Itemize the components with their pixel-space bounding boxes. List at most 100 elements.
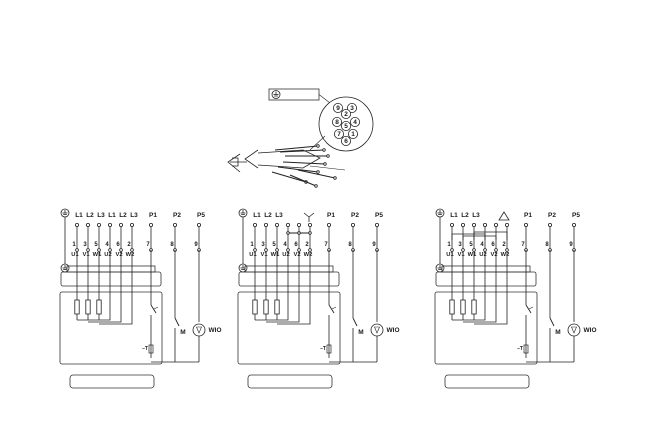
connector-pin-9 <box>332 103 343 114</box>
wire-ferrule <box>326 154 330 158</box>
line-label-l3: L3 <box>472 212 480 219</box>
terminal-bottom <box>472 248 476 252</box>
delta-bridge <box>462 235 497 240</box>
winding-wire <box>463 262 497 323</box>
winding-resistor <box>252 299 258 315</box>
winding-wire <box>88 262 122 323</box>
line-label-l1: L1 <box>450 212 458 219</box>
terminal-top <box>274 222 279 227</box>
line-label-l3: L3 <box>130 212 138 219</box>
pin-number: 4 <box>283 242 287 248</box>
thermal-sensor-label: –T <box>320 346 326 352</box>
pin-number: 7 <box>324 242 328 248</box>
terminal-top <box>129 222 134 227</box>
motor-cap <box>435 271 537 287</box>
line-label-l2: L2 <box>461 212 469 219</box>
switch-hatch <box>331 306 337 310</box>
connector-pin-label: 8 <box>335 119 339 126</box>
motor-flange <box>441 265 531 273</box>
terminal-top <box>374 222 379 227</box>
terminal-bottom <box>253 248 257 252</box>
terminal-top <box>471 222 476 227</box>
motor-foot <box>69 374 155 389</box>
pin-number: 1 <box>72 242 76 248</box>
terminal-top <box>524 222 529 227</box>
thermal-sensor-icon <box>148 344 154 354</box>
cable-arrowhead <box>244 149 259 169</box>
thermal-sensor-label: –T <box>517 346 523 352</box>
motor-foot <box>247 374 333 389</box>
motor-contact-icon <box>352 317 358 327</box>
phase-label-w1: W1 <box>93 252 102 258</box>
pin-number: 3 <box>83 242 87 248</box>
terminal-top <box>493 222 498 227</box>
connector-pin-label: 6 <box>344 138 348 145</box>
pin-number: 8 <box>170 242 174 248</box>
winding-wire <box>474 262 508 325</box>
pin-number: 6 <box>294 242 298 248</box>
ground-icon <box>60 208 70 218</box>
pin-number: 5 <box>272 242 276 248</box>
pin-number: 1 <box>250 242 254 248</box>
phase-label-u2: U2 <box>104 252 111 258</box>
thermal-sensor-icon <box>326 344 332 354</box>
terminal-top <box>263 222 268 227</box>
phase-label-u2: U2 <box>282 252 289 258</box>
wio-sensor-glyph <box>374 326 380 334</box>
pin-number: 5 <box>469 242 473 248</box>
terminal-top <box>196 222 201 227</box>
winding-wire <box>452 262 486 321</box>
cable-clamp <box>232 157 239 167</box>
phase-label-w1: W1 <box>271 252 280 258</box>
pin-number: 4 <box>480 242 484 248</box>
pin-number: 9 <box>372 242 376 248</box>
switch-hatch <box>153 306 159 310</box>
cable-jacket-edge <box>309 165 346 171</box>
motor-flange <box>244 265 334 273</box>
connector-pin-label: 3 <box>350 105 354 112</box>
leader-line <box>309 135 326 151</box>
winding-resistor <box>85 299 91 315</box>
cable-wire <box>289 174 317 187</box>
terminal-bottom <box>130 248 134 252</box>
ground-icon <box>271 90 281 99</box>
phase-label-v2: V2 <box>115 252 122 258</box>
terminal-bottom <box>505 248 509 252</box>
terminal-top <box>296 222 301 227</box>
winding-resistor <box>460 299 466 315</box>
bridge-node <box>297 231 301 235</box>
terminal-top <box>350 222 355 227</box>
pin-number: 8 <box>545 242 549 248</box>
thermal-switch-icon <box>150 304 157 314</box>
line-label-p5: P5 <box>375 212 383 219</box>
line-label-p2: P2 <box>173 212 181 219</box>
thermal-switch-icon <box>525 304 532 314</box>
pin-number: 7 <box>146 242 150 248</box>
wire <box>303 212 310 218</box>
terminal-bottom <box>494 248 498 252</box>
line-label-l2: L2 <box>264 212 272 219</box>
terminal-top <box>460 222 465 227</box>
phase-label-w2: W2 <box>126 252 135 258</box>
wio-label: WIO <box>209 327 222 334</box>
wire-ferrule <box>314 184 318 188</box>
leader-line <box>318 94 331 104</box>
thermal-sensor-icon <box>523 344 529 354</box>
wio-sensor-glyph <box>571 326 577 334</box>
winding-resistor <box>263 299 269 315</box>
terminal-top <box>252 222 257 227</box>
line-label-p1: P1 <box>149 212 157 219</box>
wire-ferrule <box>316 170 320 174</box>
thermal-switch-icon <box>328 304 335 314</box>
winding-resistor <box>471 299 477 315</box>
pin-number: 2 <box>127 242 131 248</box>
terminal-top <box>572 222 577 227</box>
motor-body <box>237 291 341 365</box>
ground-icon <box>238 263 248 273</box>
connector-pin-3 <box>346 103 357 114</box>
terminal-bottom <box>450 248 454 252</box>
wio-sensor-icon <box>567 323 581 337</box>
motor-body <box>434 291 538 365</box>
